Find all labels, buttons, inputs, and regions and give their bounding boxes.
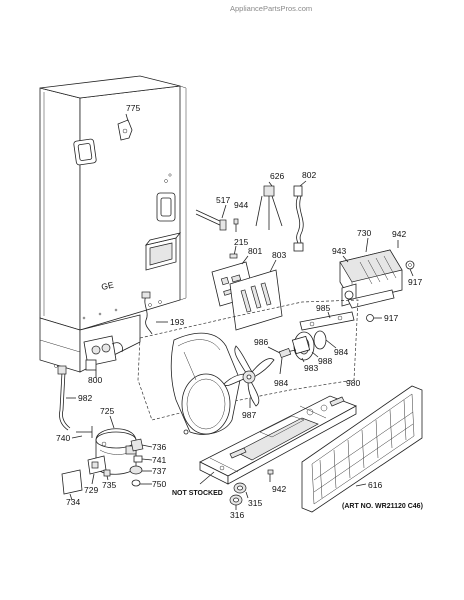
label-741: 741	[152, 455, 166, 465]
cabinet-brand: GE	[100, 280, 114, 292]
label-215: 215	[234, 237, 248, 247]
part-741	[133, 455, 153, 463]
part-917-grommet	[405, 260, 415, 277]
part-750-clip	[131, 479, 152, 487]
part-193-hose	[141, 291, 168, 335]
label-982: 982	[78, 393, 92, 403]
label-734: 734	[66, 497, 80, 507]
label-942-lower: 942	[272, 484, 286, 494]
label-802: 802	[302, 170, 316, 180]
part-740	[71, 426, 93, 439]
label-800: 800	[88, 375, 102, 385]
label-803: 803	[272, 250, 286, 260]
art-number: (ART NO. WR21120 C46)	[342, 503, 423, 510]
part-517	[195, 204, 227, 231]
label-740: 740	[56, 433, 70, 443]
label-944: 944	[234, 200, 248, 210]
part-215-screw	[229, 245, 238, 259]
part-984-mount	[278, 348, 292, 375]
label-987: 987	[242, 410, 256, 420]
leader-not-stocked	[199, 471, 215, 485]
part-315-roller	[233, 482, 249, 499]
label-984-right: 984	[334, 347, 348, 357]
label-985: 985	[316, 303, 330, 313]
label-917-lower: 917	[384, 313, 398, 323]
part-775-bracket	[117, 113, 133, 141]
leader-988	[311, 351, 319, 358]
label-517: 517	[216, 195, 230, 205]
label-315: 315	[248, 498, 262, 508]
label-737: 737	[152, 466, 166, 476]
label-616: 616	[368, 480, 382, 490]
part-982-water-line	[57, 365, 76, 431]
label-750: 750	[152, 479, 166, 489]
label-316: 316	[230, 510, 244, 520]
label-988: 988	[318, 356, 332, 366]
label-942-top: 942	[392, 229, 406, 239]
part-917-lower	[366, 314, 382, 322]
label-626: 626	[270, 171, 284, 181]
watermark: AppliancePartsPros.com	[230, 4, 312, 13]
label-984-mid: 984	[274, 378, 288, 388]
part-988-motor	[285, 330, 337, 361]
part-987-fan-blade	[223, 345, 275, 408]
label-943: 943	[332, 246, 346, 256]
part-735	[103, 469, 111, 481]
part-316-roller	[229, 494, 243, 510]
not-stocked-note: NOT STOCKED	[172, 490, 223, 497]
label-730: 730	[357, 228, 371, 238]
base-pan	[199, 395, 357, 485]
refrigerator-cabinet: GE	[39, 75, 187, 373]
part-944-screw	[233, 218, 239, 232]
label-729: 729	[84, 485, 98, 495]
label-193: 193	[170, 317, 184, 327]
fan-shroud	[170, 332, 241, 435]
label-736: 736	[152, 442, 166, 452]
part-985-bracket	[299, 311, 355, 331]
part-737-grommet	[129, 465, 152, 475]
shroud-screw	[183, 429, 189, 435]
part-942-screw-lower	[267, 469, 274, 482]
label-801: 801	[248, 246, 262, 256]
label-986: 986	[254, 337, 268, 347]
label-983: 983	[304, 363, 318, 373]
label-735: 735	[102, 480, 116, 490]
label-725: 725	[100, 406, 114, 416]
label-917-right: 917	[408, 277, 422, 287]
part-734-cover	[61, 469, 83, 501]
part-730-motor	[339, 237, 403, 309]
part-616-panel	[301, 385, 423, 513]
part-626-probe	[255, 181, 283, 230]
part-800-valve	[83, 335, 123, 378]
part-725-compressor	[95, 415, 137, 475]
part-736	[130, 438, 153, 452]
label-980: 980	[346, 378, 360, 388]
leader-983	[301, 357, 305, 363]
label-775: 775	[126, 103, 140, 113]
part-802-harness	[293, 180, 307, 252]
